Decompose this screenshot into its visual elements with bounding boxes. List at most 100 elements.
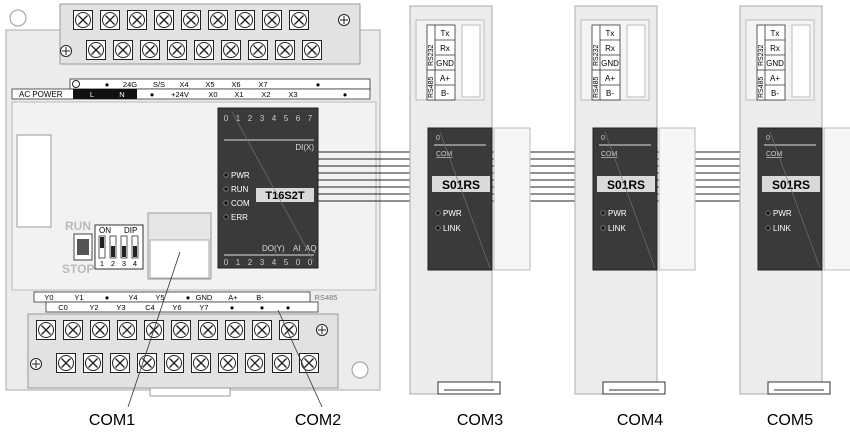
screw-slot xyxy=(284,325,294,335)
dip-number: 4 xyxy=(133,259,137,268)
do-number: 1 xyxy=(236,258,241,267)
module-zero-label: 0 xyxy=(766,135,770,142)
module-display xyxy=(592,127,658,271)
screw-slot xyxy=(88,358,98,368)
status-led-label: PWR xyxy=(231,171,250,180)
status-led-icon xyxy=(223,186,229,192)
bottom-row2-label-7: ● xyxy=(260,303,265,312)
port-label: A+ xyxy=(605,74,615,83)
display-glare xyxy=(231,111,315,263)
port-label: Rx xyxy=(440,44,450,53)
port-label: GND xyxy=(766,59,784,68)
module-led-icon xyxy=(600,210,606,216)
port-label: A+ xyxy=(440,74,450,83)
screw-slot xyxy=(142,358,152,368)
screw-slot xyxy=(203,325,213,335)
rs232-label: RS232 xyxy=(428,44,435,66)
port-label: B- xyxy=(606,89,614,98)
di-number: 5 xyxy=(284,114,289,123)
screw-slot xyxy=(226,45,236,55)
module-led-icon xyxy=(600,225,606,231)
top-terminal-label-3: S/S xyxy=(153,80,165,89)
mount-hole xyxy=(351,361,369,379)
module-led-label: PWR xyxy=(608,209,627,218)
status-led-label: RUN xyxy=(231,185,249,194)
module-led-label: LINK xyxy=(773,224,791,233)
di-number: 7 xyxy=(308,114,313,123)
screw-slot xyxy=(257,325,267,335)
screw-slot xyxy=(61,358,71,368)
do-number: 3 xyxy=(260,258,265,267)
screw-slot xyxy=(122,325,132,335)
screw-slot xyxy=(186,15,196,25)
bottom-terminal-label-3: +24V xyxy=(171,90,189,99)
module-led-icon xyxy=(435,210,441,216)
screw-slot xyxy=(213,15,223,25)
screw-slot xyxy=(145,45,155,55)
bottom-row1-label-0: Y0 xyxy=(44,293,53,302)
screw-slot xyxy=(105,15,115,25)
bottom-row2-label-6: ● xyxy=(230,303,235,312)
bottom-row1-label-5: ● xyxy=(186,293,191,302)
bottom-row2-label-8: ● xyxy=(286,303,291,312)
screw-slot xyxy=(253,45,263,55)
rs485-label: RS485 xyxy=(758,76,765,98)
module-led-label: LINK xyxy=(443,224,461,233)
module-side-slot xyxy=(658,127,696,271)
screw-slot xyxy=(223,358,233,368)
module-latch xyxy=(602,381,666,395)
status-led-label: COM xyxy=(231,199,250,208)
bottom-row2-label-4: Y6 xyxy=(172,303,181,312)
port-label: Tx xyxy=(771,29,780,38)
module-display xyxy=(427,127,493,271)
screw-slot xyxy=(132,15,142,25)
bottom-terminal-label-4: X0 xyxy=(208,90,217,99)
rs485-label: RS485 xyxy=(428,76,435,98)
plc-model-label: T16S2T xyxy=(265,190,304,202)
do-number: 0 xyxy=(224,258,229,267)
do-number: 0 xyxy=(296,258,301,267)
ai-label: AI xyxy=(293,244,301,253)
bottom-terminal-label-6: X2 xyxy=(261,90,270,99)
module-led-icon xyxy=(765,210,771,216)
com1-leader-line xyxy=(127,251,181,408)
bottom-terminal-label-1: N xyxy=(119,90,124,99)
mount-hole xyxy=(9,9,27,27)
screw-slot xyxy=(294,15,304,25)
module-com-label: COM xyxy=(766,151,783,158)
display-glare xyxy=(439,131,491,269)
run-label: RUN xyxy=(65,219,91,233)
dip-lever-position xyxy=(133,246,137,257)
bottom-row1-label-3: Y4 xyxy=(128,293,137,302)
module-model-label: S01RS xyxy=(607,178,645,192)
top-terminal-label-2: 24G xyxy=(123,80,137,89)
run-stop-knob xyxy=(77,239,89,255)
port-label: GND xyxy=(601,59,619,68)
di-label: DI(X) xyxy=(295,143,314,152)
bottom-row2-label-1: Y2 xyxy=(89,303,98,312)
do-label: DO(Y) xyxy=(262,244,285,253)
aq-label: AQ xyxy=(305,244,317,253)
port-table xyxy=(426,24,456,101)
module-window xyxy=(791,24,811,98)
module-led-label: PWR xyxy=(773,209,792,218)
rs485-label: RS485 xyxy=(593,76,600,98)
screw-slot xyxy=(115,358,125,368)
screw-slot xyxy=(307,45,317,55)
module-zero-label: 0 xyxy=(436,135,440,142)
di-number: 1 xyxy=(236,114,241,123)
dip-number: 1 xyxy=(100,259,104,268)
port-table xyxy=(756,24,786,101)
module-side-slot xyxy=(823,127,850,271)
display-glare xyxy=(604,131,656,269)
do-number: 5 xyxy=(284,258,289,267)
screw-slot xyxy=(196,358,206,368)
port-label: Tx xyxy=(606,29,615,38)
bottom-row1-label-1: Y1 xyxy=(74,293,83,302)
status-led-label: ERR xyxy=(231,213,248,222)
